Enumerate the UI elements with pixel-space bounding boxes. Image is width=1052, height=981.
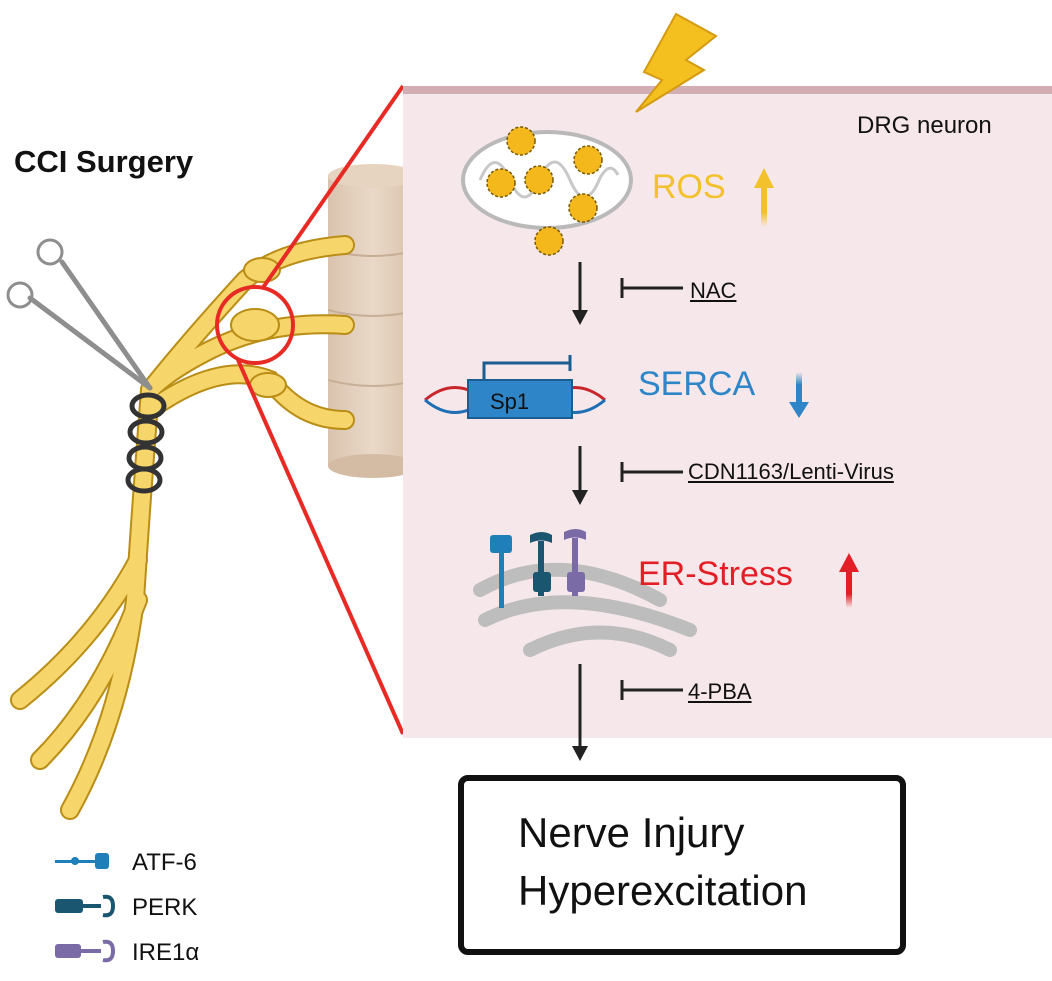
sp1-gene-box (467, 379, 573, 419)
outcome-line-1: Nerve Injury (518, 809, 745, 856)
pba-inhibitor-label: 4-PBA (688, 679, 752, 704)
serca-label: SERCA (638, 365, 756, 403)
diagram-title: CCI Surgery (14, 144, 194, 179)
er-stress-label: ER-Stress (638, 555, 793, 593)
legend-ire1a-icon (55, 939, 116, 963)
atf6-receptor (490, 535, 512, 608)
outcome-box (458, 775, 906, 955)
sciatic-nerve (10, 235, 355, 820)
promoter-icon (482, 355, 572, 380)
outcome-line-2: Hyperexcitation (518, 867, 808, 914)
legend-atf6-icon (55, 853, 109, 869)
ligature-icon (125, 392, 167, 494)
cell-label: DRG neuron (857, 112, 992, 139)
forceps-icon (6, 238, 153, 391)
inhibitor-symbols (620, 278, 683, 700)
cdn1163-inhibitor-label: CDN1163/Lenti-Virus (688, 459, 894, 484)
ros-label: ROS (652, 168, 726, 206)
legend-perk-label: PERK (132, 894, 198, 921)
lightning-icon (635, 12, 718, 113)
serca-down-arrow (789, 372, 809, 418)
legend-perk-icon (55, 894, 116, 918)
flow-arrows (572, 262, 588, 761)
er-sensor-proteins (490, 529, 586, 608)
zoom-indicator (215, 84, 405, 735)
sp1-label: Sp1 (490, 389, 530, 414)
ros-particles (486, 126, 603, 256)
er-stress-up-arrow (839, 553, 859, 608)
legend-atf6-label: ATF-6 (132, 849, 197, 876)
ire1a-receptor (564, 529, 586, 596)
ros-up-arrow (754, 168, 774, 227)
perk-receptor (530, 532, 552, 596)
nac-inhibitor-label: NAC (690, 278, 737, 303)
legend-ire1a-label: IRE1α (132, 939, 200, 966)
